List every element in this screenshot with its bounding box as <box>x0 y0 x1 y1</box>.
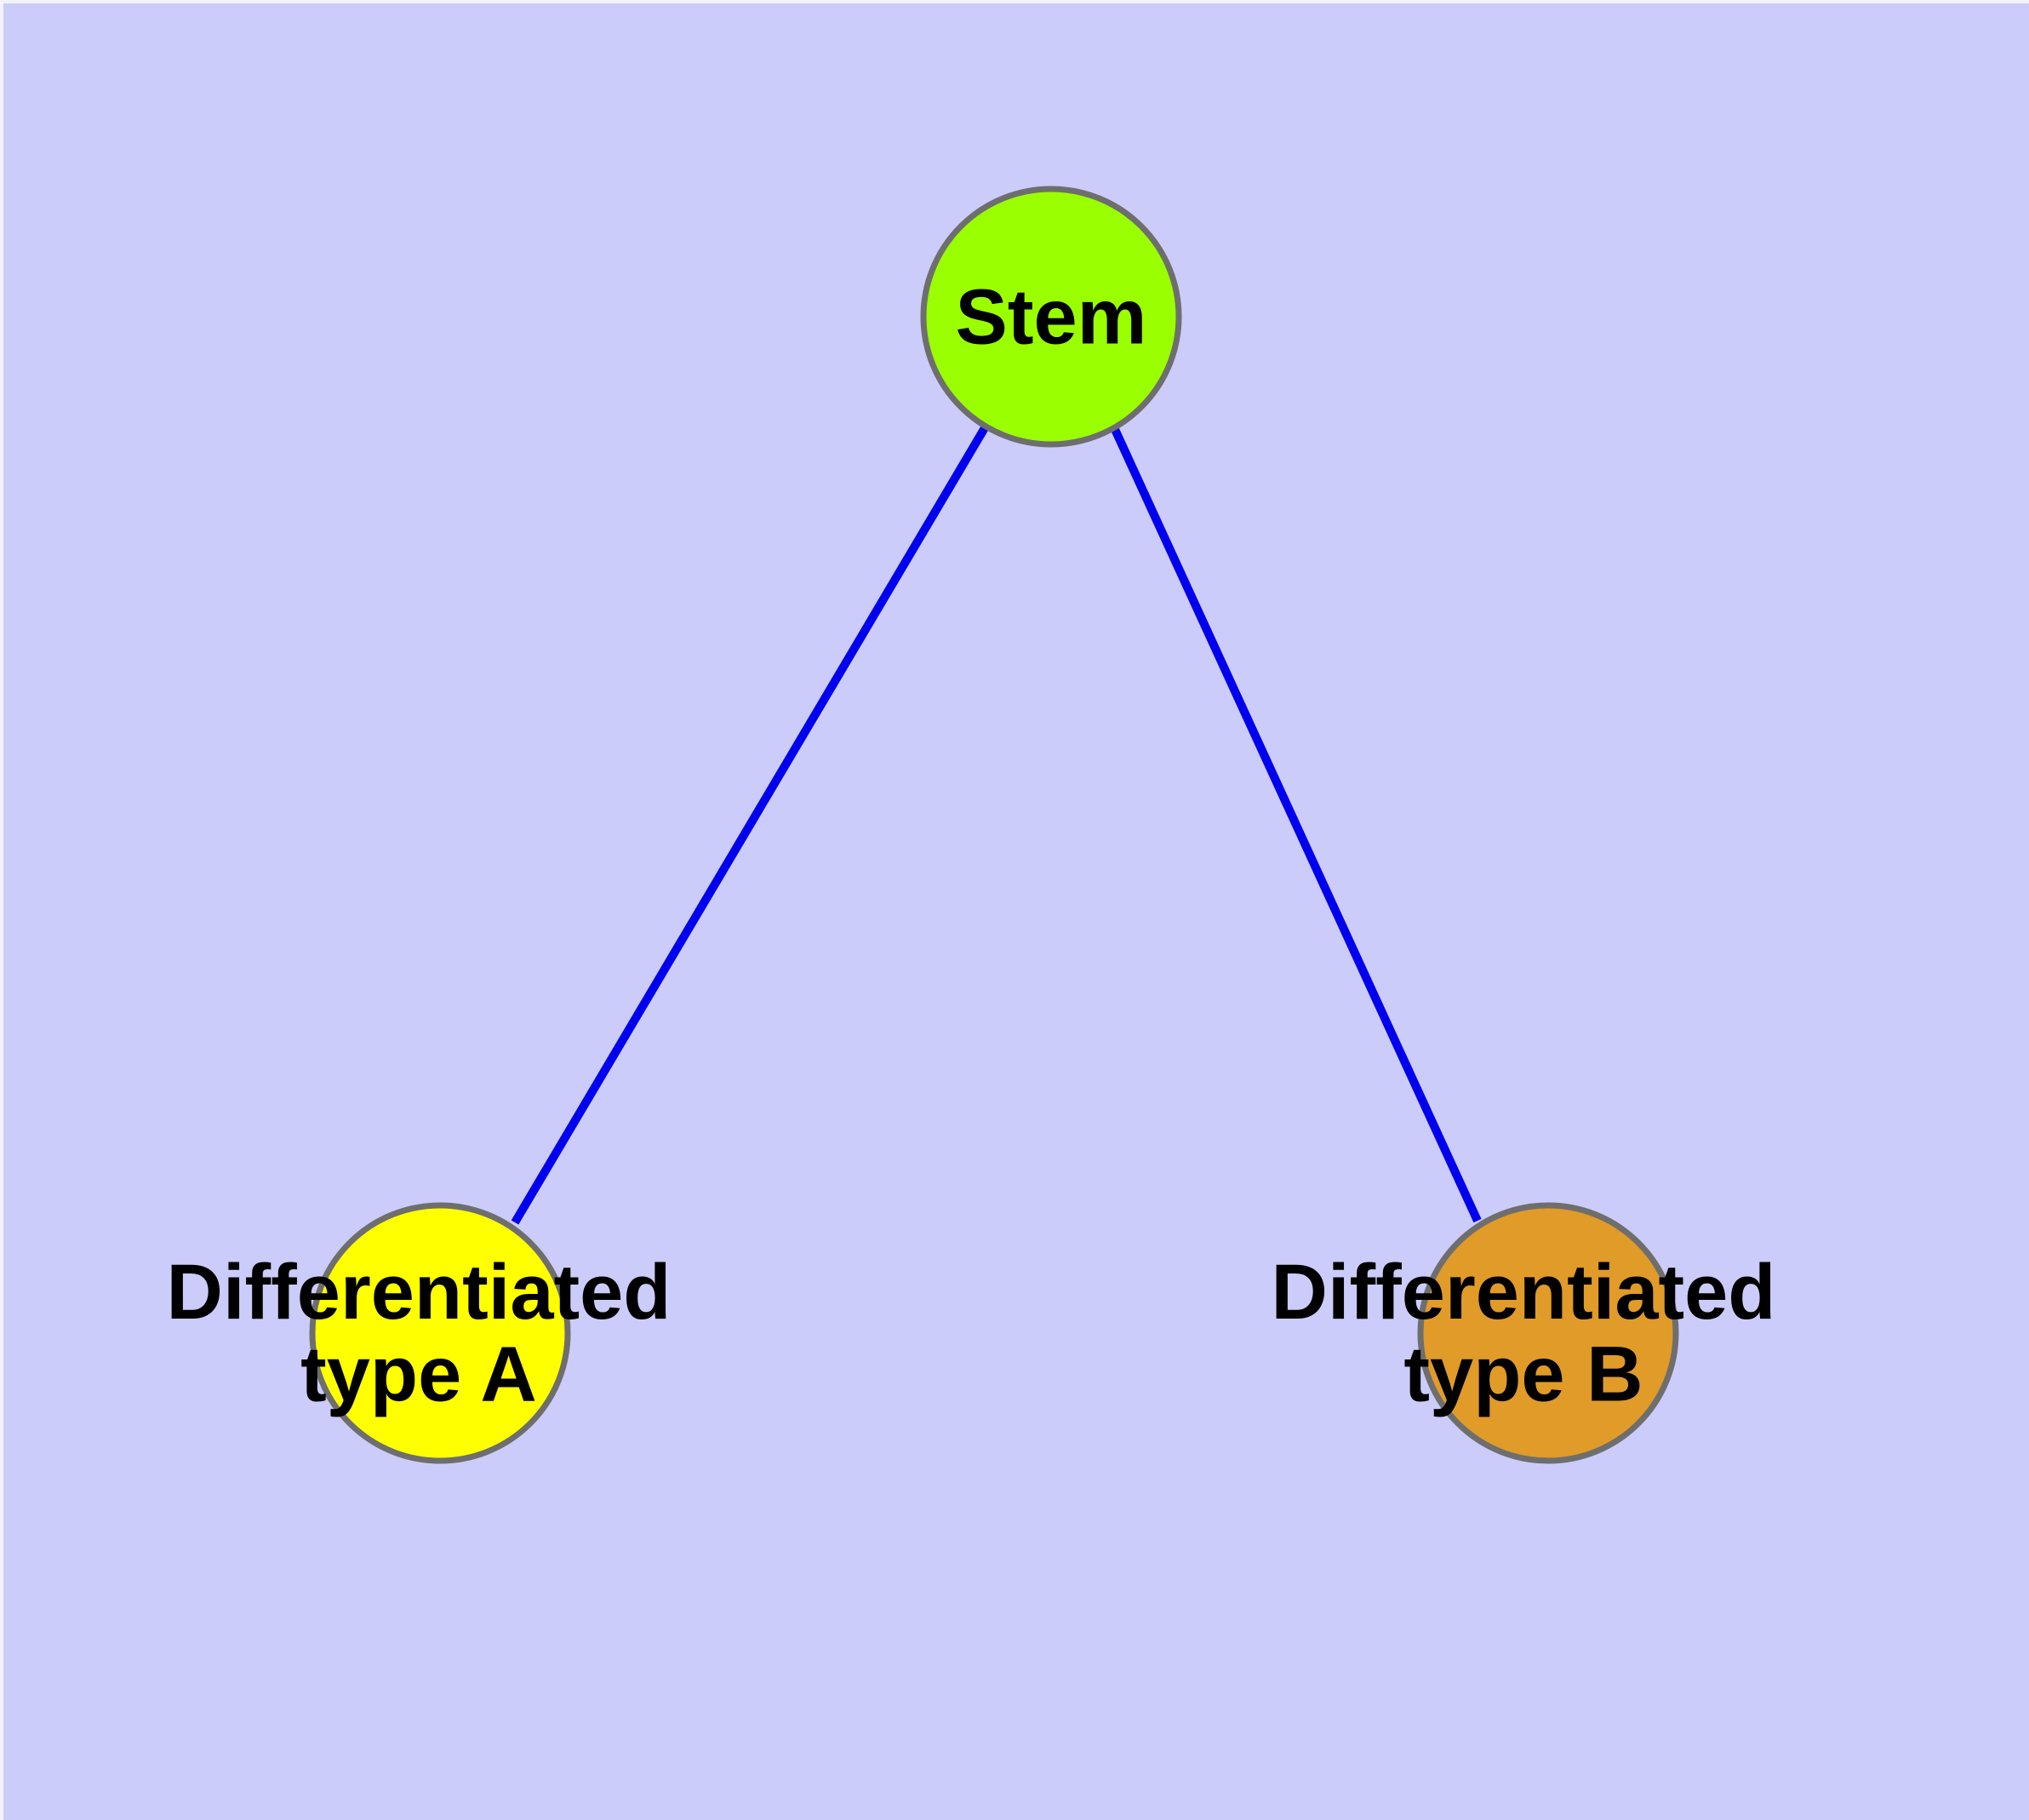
node-label-line: type B <box>1403 1331 1643 1418</box>
node-label-line: type A <box>300 1331 537 1418</box>
node-label-line: Stem <box>956 273 1147 360</box>
node-circle-stem[interactable] <box>920 186 1182 448</box>
node-circle-diff-b[interactable] <box>1417 1202 1679 1464</box>
node-label-line: Differentiated <box>167 1249 672 1336</box>
edge-layer <box>511 423 1482 1225</box>
edge-stem-to-diff-a[interactable] <box>511 424 990 1225</box>
node-label-stem: Stem <box>956 273 1147 360</box>
node-stem[interactable]: Stem <box>920 186 1182 448</box>
edge-stem-to-diff-b[interactable] <box>1109 423 1482 1223</box>
node-label-line: Differentiated <box>1272 1249 1776 1336</box>
node-circle-diff-a[interactable] <box>309 1202 571 1464</box>
